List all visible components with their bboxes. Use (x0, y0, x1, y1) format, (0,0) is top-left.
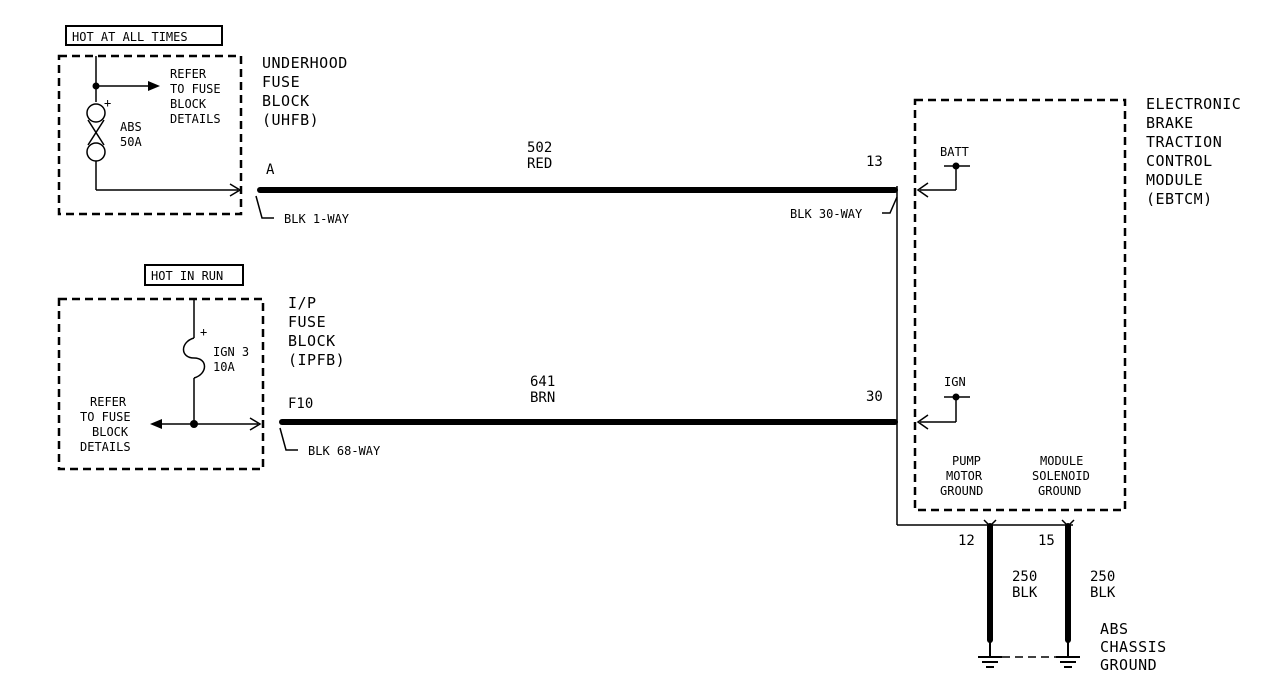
svg-text:DETAILS: DETAILS (80, 440, 131, 454)
svg-text:TRACTION: TRACTION (1146, 133, 1222, 151)
ebtcm-pin-batt: 13 (866, 154, 883, 170)
svg-text:FUSE: FUSE (288, 313, 326, 331)
svg-text:MODULE: MODULE (1040, 454, 1083, 468)
svg-text:FUSE: FUSE (262, 73, 300, 91)
ground-icon (978, 640, 1002, 668)
svg-text:DETAILS: DETAILS (170, 112, 221, 126)
svg-text:REFER: REFER (170, 67, 207, 81)
svg-text:BLOCK: BLOCK (170, 97, 207, 111)
ground-wire-2-color: BLK (1090, 585, 1116, 601)
svg-text:SOLENOID: SOLENOID (1032, 469, 1090, 483)
ebtcm-pin-pump: 12 (958, 533, 975, 549)
svg-text:GROUND: GROUND (940, 484, 983, 498)
svg-text:BLOCK: BLOCK (288, 332, 336, 350)
ground-wire-1-color: BLK (1012, 585, 1038, 601)
uhfb-fuse-rating: ABS 50A (120, 120, 142, 149)
ipfb-terminal-label: F10 (288, 396, 313, 412)
ebtcm-connector-label: BLK 30-WAY (790, 207, 863, 221)
uhfb-box (57, 54, 243, 216)
svg-text:BLOCK: BLOCK (262, 92, 310, 110)
ipfb-refer-text: REFER TO FUSE BLOCK DETAILS (80, 395, 131, 454)
svg-text:50A: 50A (120, 135, 142, 149)
arrow-left-icon (150, 419, 162, 429)
arrow-right-icon (148, 81, 160, 91)
uhfb-terminal-label: A (266, 162, 275, 178)
svg-text:UNDERHOOD: UNDERHOOD (262, 54, 348, 72)
svg-text:+: + (200, 325, 207, 339)
wire-641-color: BRN (530, 390, 555, 406)
ipfb-fuse-rating: IGN 3 10A (213, 345, 249, 374)
svg-text:CHASSIS: CHASSIS (1100, 638, 1167, 656)
svg-text:MOTOR: MOTOR (946, 469, 983, 483)
svg-text:TO FUSE: TO FUSE (80, 410, 131, 424)
ipfb-connector-label: BLK 68-WAY (308, 444, 381, 458)
wire-641-circuit: 641 (530, 374, 555, 390)
abs-chassis-ground-label: ABS CHASSIS GROUND (1100, 620, 1167, 674)
hot-at-all-times-label: HOT AT ALL TIMES (72, 30, 188, 44)
uhfb-connector-label: BLK 1-WAY (284, 212, 350, 226)
ground-wire-1-circuit: 250 (1012, 569, 1037, 585)
svg-text:CONTROL: CONTROL (1146, 152, 1213, 170)
svg-text:(IPFB): (IPFB) (288, 351, 345, 369)
ign-label: IGN (944, 375, 966, 389)
svg-text:+: + (104, 96, 111, 110)
ebtcm-pin-solenoid: 15 (1038, 533, 1055, 549)
svg-text:ABS: ABS (120, 120, 142, 134)
svg-text:REFER: REFER (90, 395, 127, 409)
ipfb-box (57, 297, 265, 471)
fuse-icon: + (182, 325, 207, 379)
hot-in-run-label: HOT IN RUN (151, 269, 223, 283)
ground-wire-2-circuit: 250 (1090, 569, 1115, 585)
svg-text:ABS: ABS (1100, 620, 1129, 638)
svg-text:I/P: I/P (288, 294, 317, 312)
hot-at-all-times-box (65, 25, 223, 46)
svg-text:GROUND: GROUND (1100, 656, 1157, 674)
input-arrow-icon (916, 182, 929, 198)
fuse-icon: + (86, 96, 111, 162)
batt-label: BATT (940, 145, 969, 159)
svg-text:GROUND: GROUND (1038, 484, 1081, 498)
svg-text:MODULE: MODULE (1146, 171, 1203, 189)
svg-text:ELECTRONIC: ELECTRONIC (1146, 95, 1241, 113)
svg-text:BLOCK: BLOCK (92, 425, 129, 439)
svg-text:10A: 10A (213, 360, 235, 374)
ebtcm-box (913, 98, 1127, 512)
svg-text:(UHFB): (UHFB) (262, 111, 319, 129)
input-arrow-icon (916, 414, 929, 430)
hot-in-run-box (144, 264, 244, 286)
svg-text:BRAKE: BRAKE (1146, 114, 1194, 132)
connector-arrow-icon (229, 183, 242, 197)
uhfb-name: UNDERHOOD FUSE BLOCK (UHFB) (262, 54, 348, 129)
ground-icon (1056, 640, 1080, 668)
svg-text:PUMP: PUMP (952, 454, 981, 468)
wire-502-color: RED (527, 156, 552, 172)
wire-502-circuit: 502 (527, 140, 552, 156)
uhfb-refer-text: REFER TO FUSE BLOCK DETAILS (170, 67, 221, 126)
ebtcm-name: ELECTRONIC BRAKE TRACTION CONTROL MODULE… (1146, 95, 1241, 208)
module-solenoid-ground-label: MODULE SOLENOID GROUND (1032, 454, 1090, 498)
svg-text:TO FUSE: TO FUSE (170, 82, 221, 96)
ipfb-name: I/P FUSE BLOCK (IPFB) (288, 294, 345, 369)
svg-text:(EBTCM): (EBTCM) (1146, 190, 1213, 208)
pump-motor-ground-label: PUMP MOTOR GROUND (940, 454, 983, 498)
ebtcm-pin-ign: 30 (866, 389, 883, 405)
svg-text:IGN 3: IGN 3 (213, 345, 249, 359)
connector-arrow-icon (249, 417, 262, 431)
